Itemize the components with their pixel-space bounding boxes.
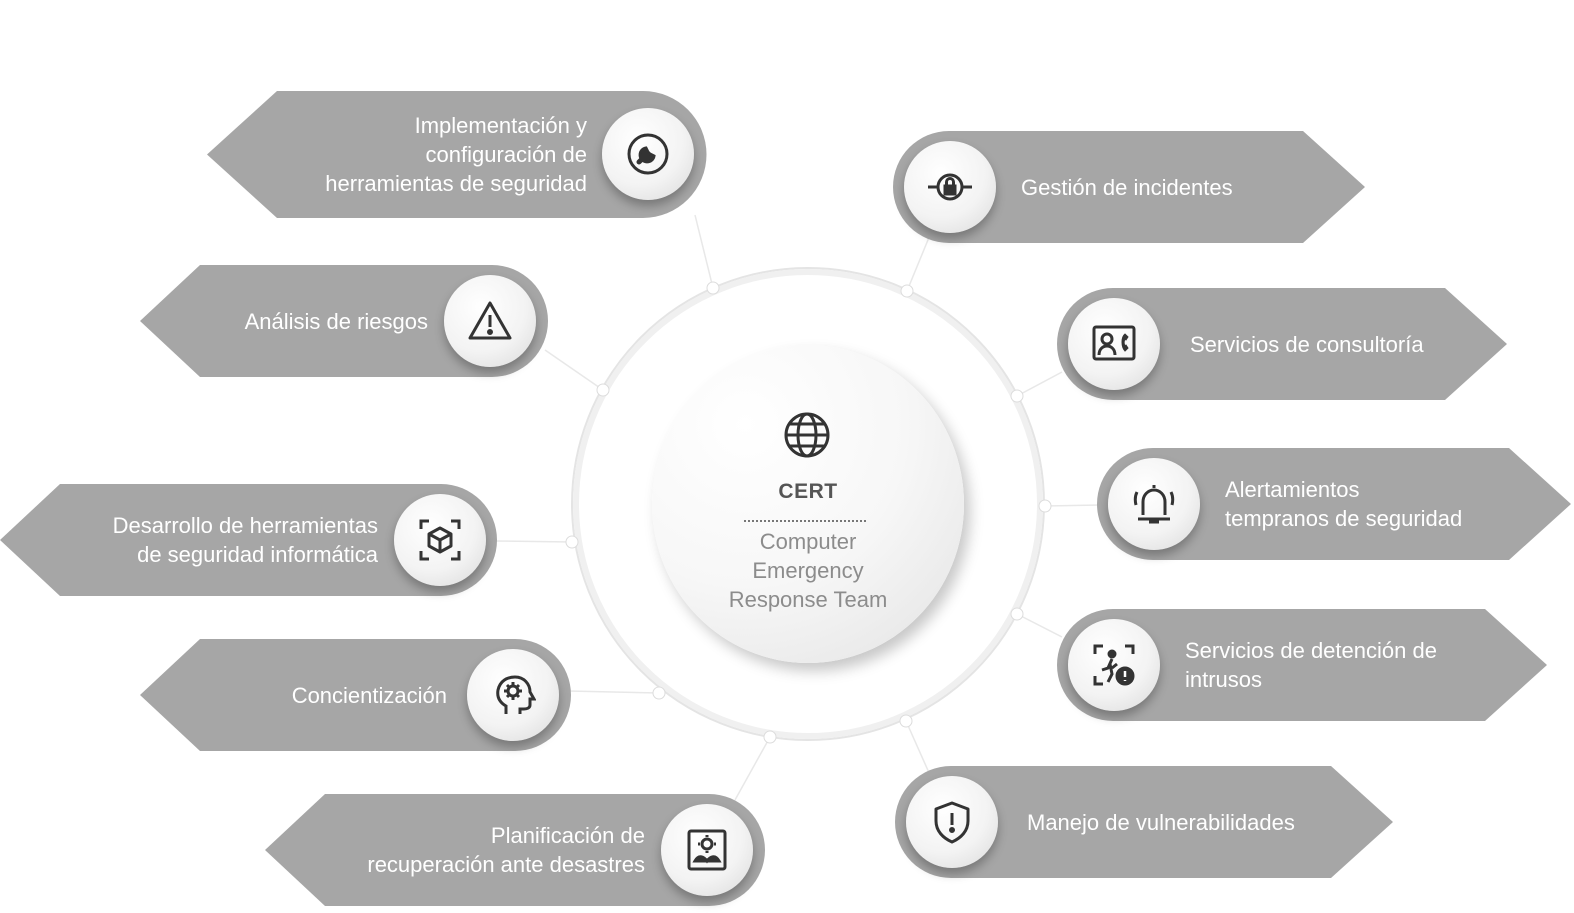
wrench-icon-button[interactable] — [602, 108, 694, 200]
cube-scan-icon-button[interactable] — [394, 494, 486, 586]
center-subtitle: Computer Emergency Response Team — [728, 529, 888, 612]
intruder-scan-icon-button[interactable] — [1068, 619, 1160, 711]
service-item-analisis[interactable]: Análisis de riesgos — [140, 265, 548, 377]
pill-shape — [0, 484, 497, 596]
service-item-alertamientos[interactable]: Alertamientos tempranos de seguridad — [1097, 448, 1571, 560]
service-label: Gestión de incidentes — [1021, 174, 1233, 200]
pill-shape — [265, 794, 765, 906]
service-label: Implementación y configuración de herram… — [325, 113, 587, 196]
center-title: CERT — [778, 480, 838, 503]
service-label: Planificación de recuperación ante desas… — [367, 823, 645, 877]
recovery-frame-icon-button[interactable] — [661, 804, 753, 896]
pill-shape — [207, 91, 707, 218]
service-label: Concientización — [291, 682, 447, 708]
cube-scan-icon — [419, 519, 461, 561]
service-item-planificacion[interactable]: Planificación de recuperación ante desas… — [265, 794, 765, 906]
pill-shape — [893, 131, 1365, 243]
recovery-frame-icon — [687, 829, 727, 871]
intruder-scan-icon — [1093, 644, 1135, 686]
consultant-phone-icon — [1092, 325, 1136, 361]
pill-shape — [895, 766, 1393, 878]
head-gear-icon-button[interactable] — [467, 649, 559, 741]
service-label: Desarrollo de herramientas de seguridad … — [112, 513, 378, 567]
service-label: Servicios de consultoría — [1190, 331, 1424, 357]
service-item-consultoria[interactable]: Servicios de consultoría — [1057, 288, 1507, 400]
service-label: Servicios de detención de intrusos — [1185, 638, 1437, 692]
service-item-vulnerabilidades[interactable]: Manejo de vulnerabilidades — [895, 766, 1393, 878]
service-label: Análisis de riesgos — [244, 308, 428, 334]
lock-network-icon-button[interactable] — [904, 141, 996, 233]
pill-shape — [140, 639, 571, 751]
center-divider — [744, 520, 866, 522]
alarm-bell-icon-button[interactable] — [1108, 458, 1200, 550]
service-label: Alertamientos tempranos de seguridad — [1225, 477, 1463, 531]
service-item-desarrollo[interactable]: Desarrollo de herramientas de seguridad … — [0, 484, 497, 596]
warning-triangle-icon-button[interactable] — [444, 275, 536, 367]
warning-triangle-icon — [468, 301, 512, 340]
shield-alert-icon-button[interactable] — [906, 776, 998, 868]
head-gear-icon — [496, 675, 536, 714]
alarm-bell-icon — [1133, 485, 1175, 524]
service-item-gestion[interactable]: Gestión de incidentes — [893, 131, 1365, 243]
service-item-intrusos[interactable]: Servicios de detención de intrusos — [1057, 609, 1547, 721]
pill-shape — [1057, 288, 1507, 400]
service-item-concientizacion[interactable]: Concientización — [140, 639, 571, 751]
wrench-icon — [627, 133, 669, 175]
pill-shape — [140, 265, 548, 377]
pill-shape — [1097, 448, 1571, 560]
service-item-implementacion[interactable]: Implementación y configuración de herram… — [207, 91, 707, 218]
shield-alert-icon — [934, 801, 970, 844]
center-hub — [652, 345, 964, 663]
service-label: Manejo de vulnerabilidades — [1027, 809, 1295, 835]
globe-icon — [784, 412, 830, 458]
consultant-phone-icon-button[interactable] — [1068, 298, 1160, 390]
lock-network-icon — [928, 173, 972, 201]
pill-shape — [1057, 609, 1547, 721]
